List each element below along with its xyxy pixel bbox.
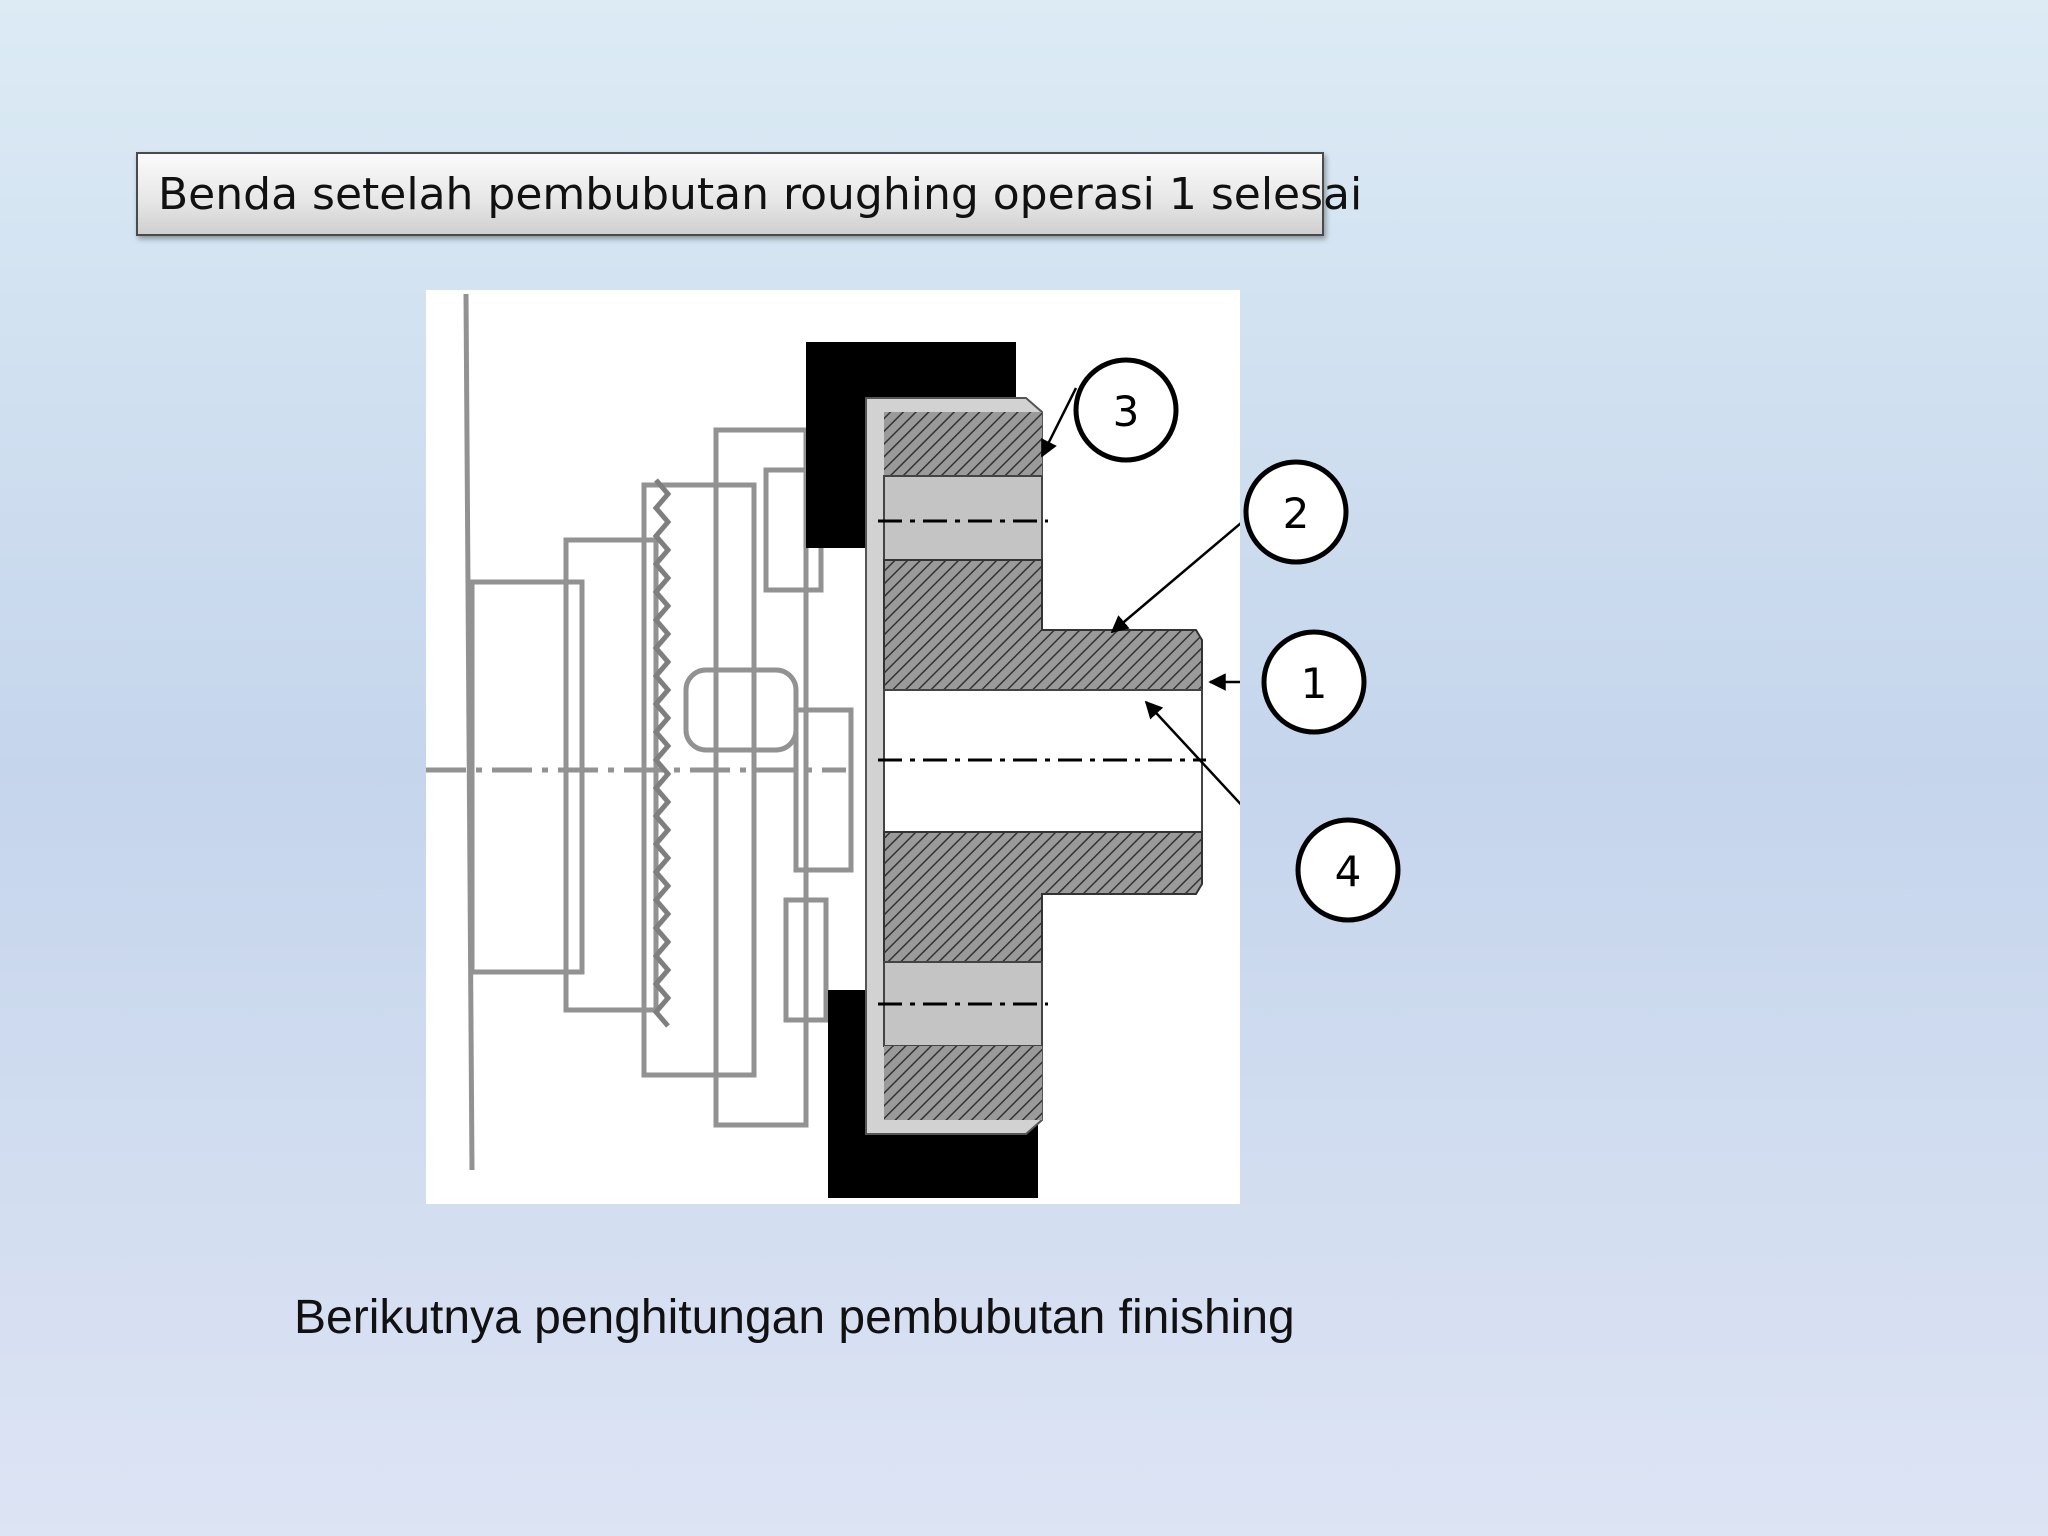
callout-4: 4 [1295, 817, 1401, 923]
workpiece-section [878, 412, 1206, 1120]
callout-4-circle [1295, 817, 1401, 923]
callout-2-circle [1243, 459, 1349, 565]
callout-3-label: 3 [1113, 387, 1140, 436]
diagram-svg [426, 293, 1299, 1198]
callout-1-circle [1261, 629, 1367, 735]
callout-2: 2 [1243, 459, 1349, 565]
callout-1-label: 1 [1301, 659, 1328, 708]
callout-4-label: 4 [1335, 847, 1362, 896]
slide-caption: Berikutnya penghitungan pembubutan finis… [294, 1291, 1295, 1344]
callout-3: 3 [1073, 357, 1179, 463]
callout-2-label: 2 [1283, 489, 1310, 538]
lathe-chuck-diagram [426, 290, 1299, 1204]
slide-title-text: Benda setelah pembubutan roughing operas… [158, 168, 1363, 220]
callout-3-circle [1073, 357, 1179, 463]
callout-1: 1 [1261, 629, 1367, 735]
slide-title: Benda setelah pembubutan roughing operas… [136, 152, 1362, 236]
chuck-background [426, 293, 854, 1171]
